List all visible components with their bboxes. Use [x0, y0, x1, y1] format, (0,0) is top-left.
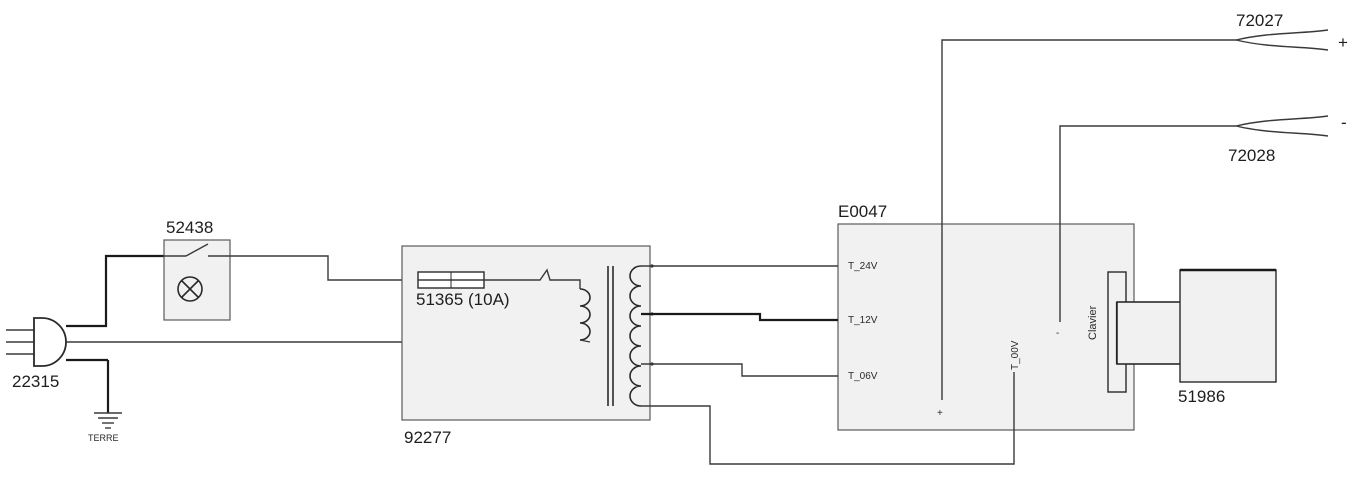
- wire-switched: [230, 255, 418, 281]
- wire-positive: [941, 39, 1236, 400]
- lead-positive-sign: +: [1338, 33, 1348, 52]
- keypad-unit-ref-label: 51986: [1178, 387, 1225, 406]
- secondary-coil: [629, 265, 642, 407]
- ground-label: TERRE: [88, 433, 119, 443]
- board-ref-label: E0047: [838, 202, 887, 221]
- wire-12v: [641, 312, 838, 322]
- plug-ref-label: 22315: [12, 372, 59, 391]
- fuse-symbol: [417, 271, 485, 289]
- lead-positive-terminal: [1235, 29, 1329, 51]
- terminal-minus-label: -: [1056, 328, 1059, 339]
- illuminated-switch: [163, 239, 231, 321]
- lead-negative-terminal: [1235, 115, 1329, 137]
- fuse-ref-label: 51365 (10A): [416, 290, 510, 309]
- lead-negative-ref-label: 72028: [1228, 146, 1275, 165]
- terminal-00v-label: T_00V: [1010, 340, 1021, 370]
- terminal-plus-label: +: [937, 408, 943, 419]
- primary-coil: [579, 288, 591, 341]
- terminal-06v-label: T_06V: [848, 371, 878, 382]
- ground-symbol: [94, 360, 122, 429]
- keypad-unit: [1179, 269, 1277, 383]
- transformer-ref-label: 92277: [404, 428, 451, 447]
- mains-plug: [6, 317, 67, 367]
- switch-ref-label: 52438: [166, 218, 213, 237]
- wire-06v: [641, 363, 838, 377]
- lead-positive-ref-label: 72027: [1236, 11, 1283, 30]
- terminal-keypad-label: Clavier: [1087, 305, 1099, 340]
- wire-00v: [641, 372, 1015, 465]
- keypad-cable: [1116, 301, 1184, 365]
- terminal-24v-label: T_24V: [848, 261, 878, 272]
- wire-fuse-primary: [484, 268, 581, 289]
- board-box: [837, 223, 1135, 431]
- wire-live: [66, 254, 164, 328]
- terminal-12v-label: T_12V: [848, 315, 878, 326]
- lead-negative-sign: -: [1341, 113, 1347, 132]
- wire-negative: [1059, 125, 1236, 322]
